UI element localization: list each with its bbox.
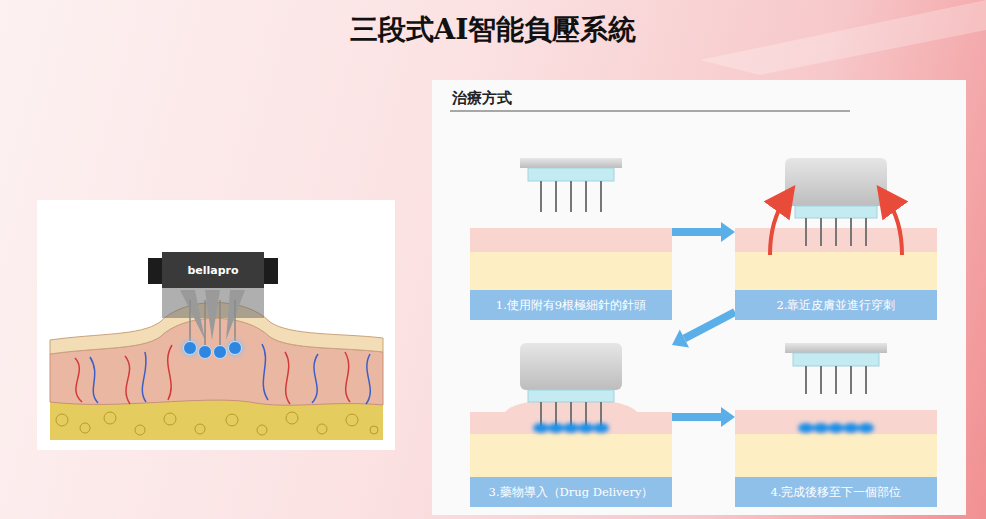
device [148,252,278,348]
step-panel: 4.完成後移至下一個部位 [735,335,937,507]
arrow-head [721,222,735,242]
caption-bar: 3.藥物導入（Drug Delivery） [470,477,672,507]
arrow-head [721,407,735,427]
flow-arrow [672,407,735,427]
caption-bar: 4.完成後移至下一個部位 [735,477,937,507]
arrow-shaft [672,228,721,236]
step3-picture [470,343,672,477]
vessels [75,344,370,404]
steps-panel [432,80,966,515]
arrow-shaft [683,309,737,343]
picture-ground [37,200,395,450]
step-panel: 3.藥物導入（Drug Delivery） [470,335,672,507]
caption-bar: 1.使用附有9根極細針的針頭 [470,290,672,320]
step4-picture [735,343,937,477]
flow-arrow [672,222,735,242]
step2-picture [735,158,937,290]
background-streak [700,0,986,75]
step-panel: 2.靠近皮膚並進行穿刺 [735,150,937,320]
drug-droplets [181,339,244,359]
slide-title: 三段式AI智能負壓系統 [0,12,986,48]
step1-picture [470,158,672,290]
dermis [50,318,383,405]
heading-rule [450,111,850,112]
skin-cross-section [37,200,395,450]
fat-texture [56,412,378,435]
flow-arrow [672,309,737,348]
caption-bar: 2.靠近皮膚並進行穿刺 [735,290,937,320]
section-heading: 治療方式 [452,89,512,108]
step-panel: 1.使用附有9根極細針的針頭 [470,150,672,320]
brand-label: bellapro [187,264,238,277]
arrow-head [672,330,689,348]
arrow-shaft [672,413,721,421]
